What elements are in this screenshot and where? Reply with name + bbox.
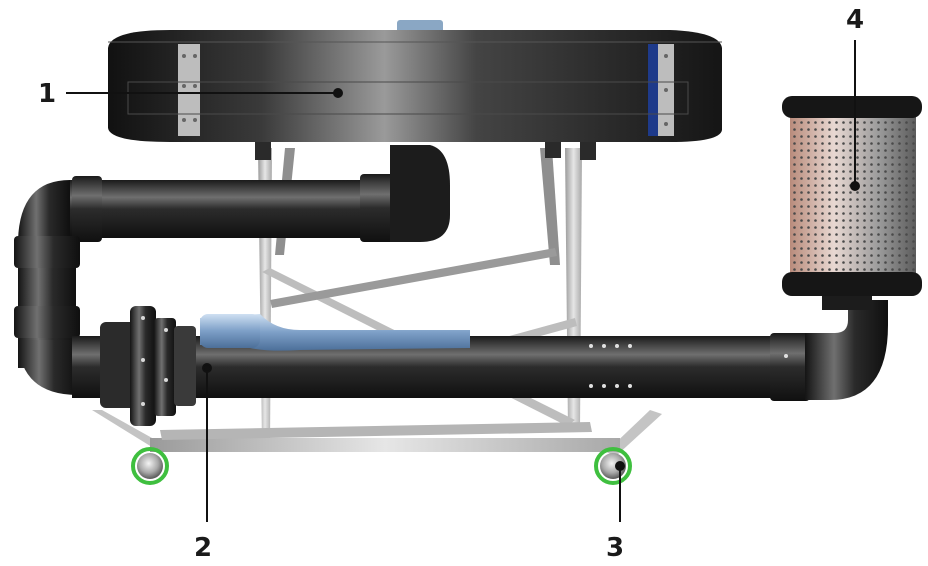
callout-3: 3: [606, 533, 624, 563]
callout-1: 1: [38, 79, 56, 109]
wheel-left: [131, 447, 169, 485]
return-pipe: [14, 145, 450, 395]
float-body: [108, 20, 722, 160]
leader-lines: [66, 40, 860, 522]
motor-housing: [200, 314, 470, 351]
intake-filter: [782, 96, 922, 310]
callout-4: 4: [846, 5, 864, 35]
callout-2: 2: [194, 533, 212, 563]
pump-flange: [100, 306, 196, 426]
